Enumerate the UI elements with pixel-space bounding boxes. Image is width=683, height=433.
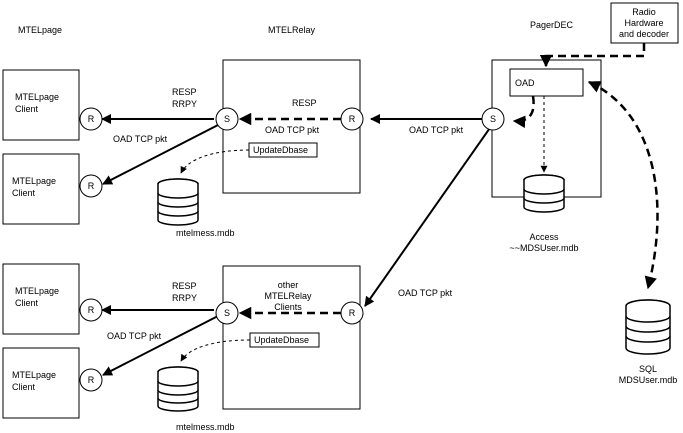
update-dbase-box-bottom: UpdateDbase: [249, 332, 320, 348]
resp-label-top-left: RESP: [172, 87, 197, 97]
radio-label-1: Radio: [632, 7, 656, 17]
r-node-relay-top: R: [340, 107, 364, 131]
rrpy-label-top-left: RRPY: [172, 99, 197, 109]
arrow-s1-to-client2: [102, 124, 219, 185]
update-dbase-label-bottom: UpdateDbase: [254, 335, 309, 345]
radio-label-2: Hardware: [624, 18, 663, 28]
sql-db-label-1: SQL: [639, 364, 657, 374]
client-2-label-1: MTELpage: [12, 176, 56, 186]
oad-box: OAD: [509, 68, 584, 97]
oad-tcp-pkt-label-relay-top: OAD TCP pkt: [265, 125, 320, 135]
resp-label-top-relay: RESP: [292, 98, 317, 108]
r-node-client-3: R: [79, 298, 103, 322]
s-node-relay-bottom: S: [215, 301, 239, 325]
s-node-label: S: [490, 114, 496, 124]
s-node-pagerdec: S: [481, 107, 505, 131]
client-3-label-1: MTELpage: [15, 286, 59, 296]
r-node-client-4: R: [79, 368, 103, 392]
oad-label: OAD: [515, 78, 535, 88]
resp-label-bottom-left: RESP: [172, 281, 197, 291]
r-node-client-2: R: [79, 174, 103, 198]
access-db-label-1: Access: [529, 232, 559, 242]
radio-hardware-box: Radio Hardware and decoder: [610, 2, 679, 44]
oad-tcp-pkt-label-client-bottom: OAD TCP pkt: [107, 331, 162, 341]
oad-tcp-pkt-label-client-top: OAD TCP pkt: [113, 134, 168, 144]
arrow-pagerdec-to-relay-bottom: [364, 124, 493, 307]
client-box-3: MTELpage Client: [2, 263, 80, 335]
r-node-label: R: [88, 181, 95, 191]
sql-db-icon: [625, 299, 671, 355]
mtelmess-db-label-bottom: mtelmess.mdb: [176, 422, 235, 432]
r-node-client-1: R: [79, 107, 103, 131]
access-db-icon: [523, 174, 565, 213]
oad-tcp-pkt-label-pagerdec: OAD TCP pkt: [409, 125, 464, 135]
header-mtelrelay: MTELRelay: [268, 25, 316, 35]
r-node-label: R: [88, 114, 95, 124]
r-node-relay-bottom: R: [340, 301, 364, 325]
r-node-label: R: [349, 308, 356, 318]
radio-label-3: and decoder: [619, 29, 669, 39]
relay-box-top: [222, 59, 361, 194]
dashed-arrow-oad-to-s: [512, 95, 535, 129]
access-db-label-2: ~~MDSUser.mdb: [509, 243, 578, 253]
client-3-label-2: Client: [15, 298, 39, 308]
r-node-label: R: [88, 375, 95, 385]
client-4-label-1: MTELpage: [12, 370, 56, 380]
rrpy-label-bottom-left: RRPY: [172, 293, 197, 303]
sql-db-label-2: MDSUser.mdb: [619, 375, 678, 385]
s-node-relay-top: S: [215, 107, 239, 131]
client-2-label-2: Client: [12, 188, 36, 198]
other-relay-label-3: Clients: [274, 302, 302, 312]
s-node-label: S: [224, 308, 230, 318]
header-pagerdec: PagerDEC: [530, 20, 574, 30]
mtelmess-db-icon-bottom: [157, 366, 199, 412]
mtelmess-db-icon-top: [157, 178, 199, 226]
oad-tcp-pkt-label-pagerdec-bottom: OAD TCP pkt: [398, 288, 453, 298]
mtelmess-db-label-top: mtelmess.mdb: [176, 228, 235, 238]
client-box-2: MTELpage Client: [2, 153, 80, 225]
client-box-4: MTELpage Client: [2, 347, 80, 419]
dashed-arrow-oad-sql: [587, 80, 659, 290]
client-1-label-1: MTELpage: [15, 92, 59, 102]
client-1-label-2: Client: [15, 104, 39, 114]
arrow-s2-to-client4: [102, 315, 219, 376]
update-dbase-label-top: UpdateDbase: [253, 145, 308, 155]
client-4-label-2: Client: [12, 382, 36, 392]
r-node-label: R: [349, 114, 356, 124]
r-node-label: R: [88, 305, 95, 315]
other-relay-label-1: other: [278, 280, 299, 290]
client-box-1: MTELpage Client: [2, 69, 80, 141]
s-node-label: S: [224, 114, 230, 124]
header-mtelpage: MTELpage: [18, 25, 62, 35]
update-dbase-box-top: UpdateDbase: [248, 142, 318, 158]
dashed-arrow-radio-to-oad: [539, 43, 646, 68]
other-relay-label-2: MTELRelay: [264, 291, 312, 301]
